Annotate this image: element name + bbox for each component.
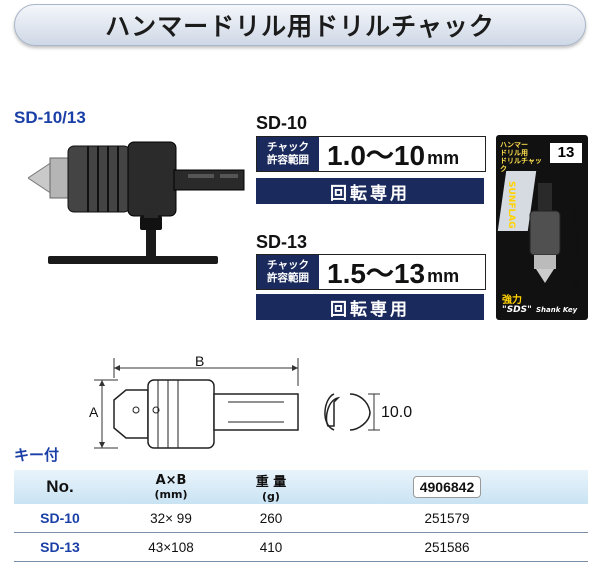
cell-axb: 32× 99 <box>106 504 236 533</box>
shank-size-label: 10.0 <box>381 404 413 421</box>
package-sds-label: "SDS" <box>502 305 532 315</box>
tag-line: 許容範囲 <box>267 154 309 166</box>
tag-line: 許容範囲 <box>267 272 309 284</box>
cell-code: 251579 <box>306 504 588 533</box>
jan-prefix-box: 4906842 <box>412 476 482 498</box>
cell-axb: 43×108 <box>106 532 236 562</box>
package-shank-key: Shank Key <box>536 306 578 314</box>
package-chuck-image <box>529 183 561 283</box>
key-included-label: キー付 <box>14 446 60 464</box>
package-header: ハンマー ドリル用 ドリルチャック <box>500 141 546 173</box>
chuck-range-tag: チャック 許容範囲 <box>257 255 319 289</box>
header-weight-unit: (g) <box>262 490 280 503</box>
dimension-b-label: B <box>195 353 205 369</box>
tag-line: チャック <box>267 259 309 271</box>
model-sd13-label: SD-13 <box>256 232 308 252</box>
header-weight: 重 量 (g) <box>236 470 306 504</box>
table-row: SD-10 32× 99 260 251579 <box>14 504 588 533</box>
header-axb: A×B (mm) <box>106 470 236 504</box>
package-size: 13 <box>550 143 582 163</box>
title-banner: ハンマードリル用ドリルチャック <box>14 4 586 46</box>
package-strong-label: 強力 <box>502 295 522 306</box>
spec-table: No. A×B (mm) 重 量 (g) 4906842 SD-10 32× 9… <box>14 470 588 562</box>
header-no: No. <box>46 477 74 496</box>
package-line: ドリルチャック <box>500 157 542 173</box>
model-sd10-label: SD-10 <box>256 113 308 133</box>
product-label: SD-10/13 <box>14 108 86 127</box>
model-sd13-range-box: チャック 許容範囲 1.5〜13 mm <box>256 254 486 290</box>
package-brand: SUNFLAG <box>506 181 516 229</box>
table-header-row: No. A×B (mm) 重 量 (g) 4906842 <box>14 470 588 504</box>
range-value: 1.0〜10 <box>327 140 426 171</box>
header-weight-label: 重 量 <box>255 475 287 490</box>
package-line: ドリル用 <box>500 149 528 157</box>
range-unit: mm <box>427 265 460 286</box>
range-unit: mm <box>427 147 460 168</box>
dimension-a-label: A <box>89 404 99 420</box>
page-title: ハンマードリル用ドリルチャック <box>105 12 495 41</box>
cell-no: SD-10 <box>14 504 106 533</box>
cell-weight: 410 <box>236 532 306 562</box>
cell-code: 251586 <box>306 532 588 562</box>
range-value: 1.5〜13 <box>327 258 426 289</box>
header-axb-label: A×B <box>155 473 187 488</box>
model-sd10-range-box: チャック 許容範囲 1.0〜10 mm <box>256 136 486 172</box>
cell-weight: 260 <box>236 504 306 533</box>
table-row: SD-13 43×108 410 251586 <box>14 532 588 562</box>
tag-line: チャック <box>267 141 309 153</box>
header-axb-unit: (mm) <box>154 488 188 501</box>
package-line: ハンマー <box>500 141 528 149</box>
chuck-range-tag: チャック 許容範囲 <box>257 137 319 171</box>
chuck-photo <box>28 141 245 264</box>
product-package: ハンマー ドリル用 ドリルチャック 13 SUNFLAG ハンマードリル用チャッ… <box>496 135 588 320</box>
package-vertical-text: ハンマードリル用チャック <box>569 169 580 289</box>
cell-no: SD-13 <box>14 532 106 562</box>
dimension-diagram <box>94 358 380 449</box>
header-jan: 4906842 <box>306 470 588 504</box>
rotation-only-badge: 回転専用 <box>256 294 484 320</box>
rotation-only-badge: 回転専用 <box>256 178 484 204</box>
